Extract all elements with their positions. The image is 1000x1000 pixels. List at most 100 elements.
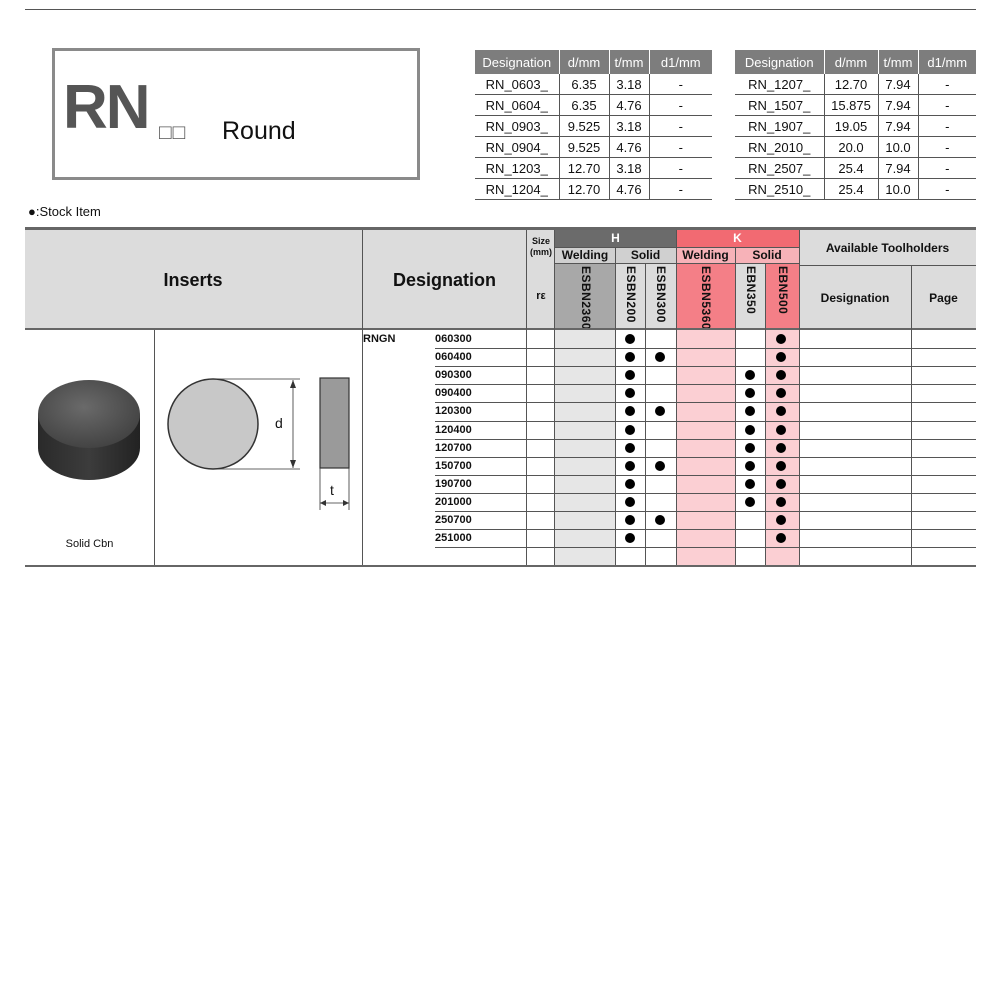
dim-cell: 3.18	[609, 115, 650, 137]
stock-dot-icon	[745, 425, 755, 435]
dim-cell: RN_1907_	[735, 115, 825, 137]
stock-dot-icon	[776, 334, 786, 344]
header-rule	[799, 265, 976, 266]
stock-dot-icon	[625, 352, 635, 362]
dim-cell: 4.76	[609, 94, 650, 116]
row-rule	[435, 457, 976, 458]
dim-cell: -	[649, 74, 712, 95]
dim-cell: RN_1507_	[735, 94, 825, 116]
dim-cell: 7.94	[878, 115, 919, 137]
stock-dot-icon	[655, 515, 665, 525]
header-bottom-rule	[25, 328, 976, 330]
grade-esbn5360-header	[676, 263, 735, 328]
column-divider	[765, 263, 766, 565]
designation-code: 120700	[435, 441, 472, 454]
dim-cell: 3.18	[609, 74, 650, 95]
dim-cell: -	[918, 157, 976, 179]
dim-cell: -	[918, 178, 976, 200]
table-top-border	[25, 227, 976, 230]
dim-cell: -	[649, 178, 712, 200]
stock-dot-icon	[655, 352, 665, 362]
stock-dot-icon	[776, 406, 786, 416]
stock-dot-icon	[776, 461, 786, 471]
dim-cell: RN_0603_	[475, 74, 560, 95]
stock-dot-icon	[745, 443, 755, 453]
dim-cell: RN_1204_	[475, 178, 560, 200]
stock-dot-icon	[625, 388, 635, 398]
dim-cell: 12.70	[559, 157, 610, 179]
designation-header: Designation	[392, 270, 496, 290]
insert-caption: Solid Cbn	[65, 538, 114, 550]
row-rule	[435, 384, 976, 385]
dim-cell: -	[918, 74, 976, 95]
column-divider	[735, 247, 736, 565]
group-h-label: H	[611, 231, 620, 245]
designation-code: 120400	[435, 423, 472, 436]
designation-code: 090400	[435, 387, 472, 400]
column-divider	[615, 247, 616, 565]
row-rule	[435, 421, 976, 422]
inserts-header: Inserts	[163, 270, 223, 290]
stock-dot-icon	[625, 497, 635, 507]
dim-cell: -	[918, 94, 976, 116]
dim-cell: 6.35	[559, 74, 610, 95]
designation-code: 201000	[435, 495, 472, 508]
dim-cell: 6.35	[559, 94, 610, 116]
grade-label: EBN350	[744, 266, 758, 315]
designation-code: 090300	[435, 369, 472, 382]
stock-dot-icon	[625, 533, 635, 543]
designation-prefix: RNGN	[363, 333, 396, 345]
dim-cell: -	[649, 115, 712, 137]
dim-cell: 25.4	[824, 157, 879, 179]
dim-cell: -	[649, 136, 712, 158]
dim-cell: RN_0604_	[475, 94, 560, 116]
dim-cell: 9.525	[559, 115, 610, 137]
stock-dot-icon	[776, 497, 786, 507]
row-rule	[435, 366, 976, 367]
welding-h-column-bg	[555, 330, 615, 565]
dim-cell: 7.94	[878, 157, 919, 179]
column-divider	[554, 230, 555, 565]
title-box: RN □□ Round	[52, 48, 420, 180]
dim-cell: -	[649, 94, 712, 116]
dim-header-cell: d/mm	[824, 50, 879, 74]
dim-cell: RN_2510_	[735, 178, 825, 200]
grade-label: EBN500	[776, 266, 790, 315]
row-rule	[435, 547, 976, 548]
size-label: Size	[531, 236, 550, 246]
dim-cell: 9.525	[559, 136, 610, 158]
dim-cell: 19.05	[824, 115, 879, 137]
grade-label: ESBN2360	[579, 266, 593, 331]
column-divider	[362, 230, 363, 565]
insert-drawing	[167, 377, 350, 510]
dim-cell: 20.0	[824, 136, 879, 158]
welding-k-column-bg	[676, 330, 735, 565]
designation-code: 060400	[435, 351, 472, 364]
designation-code: 251000	[435, 532, 472, 545]
dimension-t-label: t	[330, 482, 334, 498]
dim-cell: 3.18	[609, 157, 650, 179]
grade-ebn500-header	[765, 263, 799, 328]
title-placeholder-boxes: □□	[159, 121, 187, 144]
dim-cell: -	[918, 136, 976, 158]
row-rule	[435, 439, 976, 440]
dim-cell: RN_2010_	[735, 136, 825, 158]
stock-dot-icon	[776, 533, 786, 543]
stock-dot-icon	[745, 479, 755, 489]
top-rule	[25, 9, 976, 10]
stock-dot-icon	[625, 461, 635, 471]
stock-dot-icon	[625, 425, 635, 435]
stock-dot-icon	[745, 461, 755, 471]
row-rule	[435, 529, 976, 530]
stock-dot-icon	[625, 443, 635, 453]
stock-dot-icon	[776, 352, 786, 362]
dim-cell: 15.875	[824, 94, 879, 116]
stock-dot-icon	[776, 443, 786, 453]
grade-label: ESBN200	[624, 266, 638, 323]
column-divider	[676, 230, 677, 565]
row-rule	[435, 493, 976, 494]
